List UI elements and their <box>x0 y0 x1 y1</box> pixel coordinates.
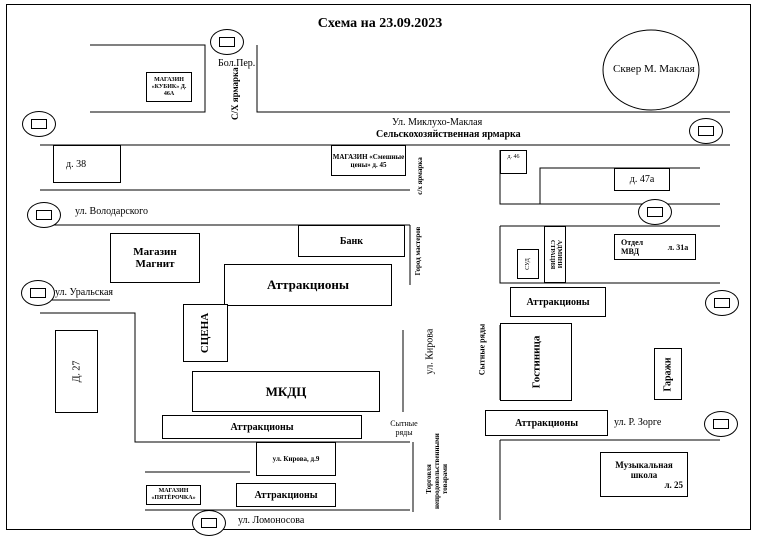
mvd-address: л. 31а <box>667 242 689 252</box>
building-d38: д. 38 <box>53 145 121 183</box>
attractions-main: Аттракционы <box>224 264 392 306</box>
camera-icon <box>27 202 61 228</box>
attractions-bottom: Аттракционы <box>236 483 336 507</box>
camera-icon <box>638 199 672 225</box>
mvd-label: Отдел МВД <box>621 238 644 256</box>
building-kubik: МАГАЗИН «КУБИК» Д. 46А <box>146 72 192 102</box>
street-label: ул. Р. Зорге <box>614 417 662 428</box>
street-label: ул. Ломоносова <box>238 515 305 526</box>
building-bank: Банк <box>298 225 405 257</box>
map-frame <box>6 4 751 530</box>
building-admin: АДМИНИ СТРАЦИЯ <box>544 226 566 283</box>
street-label: ул. Кирова <box>424 328 436 375</box>
street-label: Бол.Пер. <box>218 58 256 69</box>
stage-label: СЦЕНА <box>199 312 212 354</box>
camera-icon <box>210 29 244 55</box>
building-court: СУД <box>517 249 539 279</box>
street-label: С/Х ярмарка <box>230 67 240 120</box>
map-title: Схема на 23.09.2023 <box>317 16 443 31</box>
street-label: ул. Уральская <box>55 287 114 298</box>
court-label: СУД <box>524 258 531 270</box>
road-line <box>90 44 206 113</box>
road-line <box>499 226 720 284</box>
attractions-right-top: Аттракционы <box>510 287 606 317</box>
camera-icon <box>192 510 226 536</box>
attractions-left: Аттракционы <box>162 415 362 439</box>
building-pyaterochka: МАГАЗИН «ПЯТЁРОЧКА» <box>146 485 201 505</box>
street-label: ул. Володарского <box>75 206 148 217</box>
road-line <box>256 45 730 113</box>
building-mkdc: МКДЦ <box>192 371 380 412</box>
building-hotel: Гостиница <box>500 323 572 401</box>
building-smeshnye: МАГАЗИН «Смешные цены» д. 45 <box>331 145 406 176</box>
street-label: Ул. Миклухо-Маклая <box>392 117 483 128</box>
street-label: Сытные ряды <box>477 323 487 376</box>
building-mvd: Отдел МВД л. 31а <box>614 234 696 260</box>
music-school-label: Музыкальная школа <box>615 459 673 480</box>
camera-icon <box>705 290 739 316</box>
building-music-school: Музыкальная школа л. 25 <box>600 452 688 497</box>
camera-icon <box>689 118 723 144</box>
street-label: Торговля непродовольственными товарами <box>425 433 449 509</box>
street-label: с/х ярмарка <box>416 157 424 195</box>
stage-block: СЦЕНА <box>183 304 228 362</box>
road-line <box>499 150 720 205</box>
square-circle <box>602 29 700 111</box>
building-d27: Д. 27 <box>55 330 98 413</box>
attractions-right-bottom: Аттракционы <box>485 410 608 436</box>
agri-fair-label: Сельскохозяйственная ярмарка <box>376 129 521 140</box>
building-magnit: Магазин Магнит <box>110 233 200 283</box>
garages-label: Гаражи <box>662 356 674 392</box>
hotel-label: Гостиница <box>529 335 542 389</box>
camera-icon <box>704 411 738 437</box>
street-label: Город мастеров <box>414 226 422 276</box>
building-d47a: д. 47а <box>614 168 670 191</box>
square-label: Сквер М. Маклая <box>613 63 695 75</box>
camera-icon <box>22 111 56 137</box>
building-garages: Гаражи <box>654 348 682 400</box>
street-label: Сытные ряды <box>390 419 418 437</box>
d27-label: Д. 27 <box>70 360 82 383</box>
admin-label: АДМИНИ СТРАЦИЯ <box>549 239 562 270</box>
music-school-address: л. 25 <box>664 479 683 490</box>
building-d46: д. 46 <box>500 150 527 174</box>
building-kirova9: ул. Кирова, д.9 <box>256 442 336 476</box>
camera-icon <box>21 280 55 306</box>
